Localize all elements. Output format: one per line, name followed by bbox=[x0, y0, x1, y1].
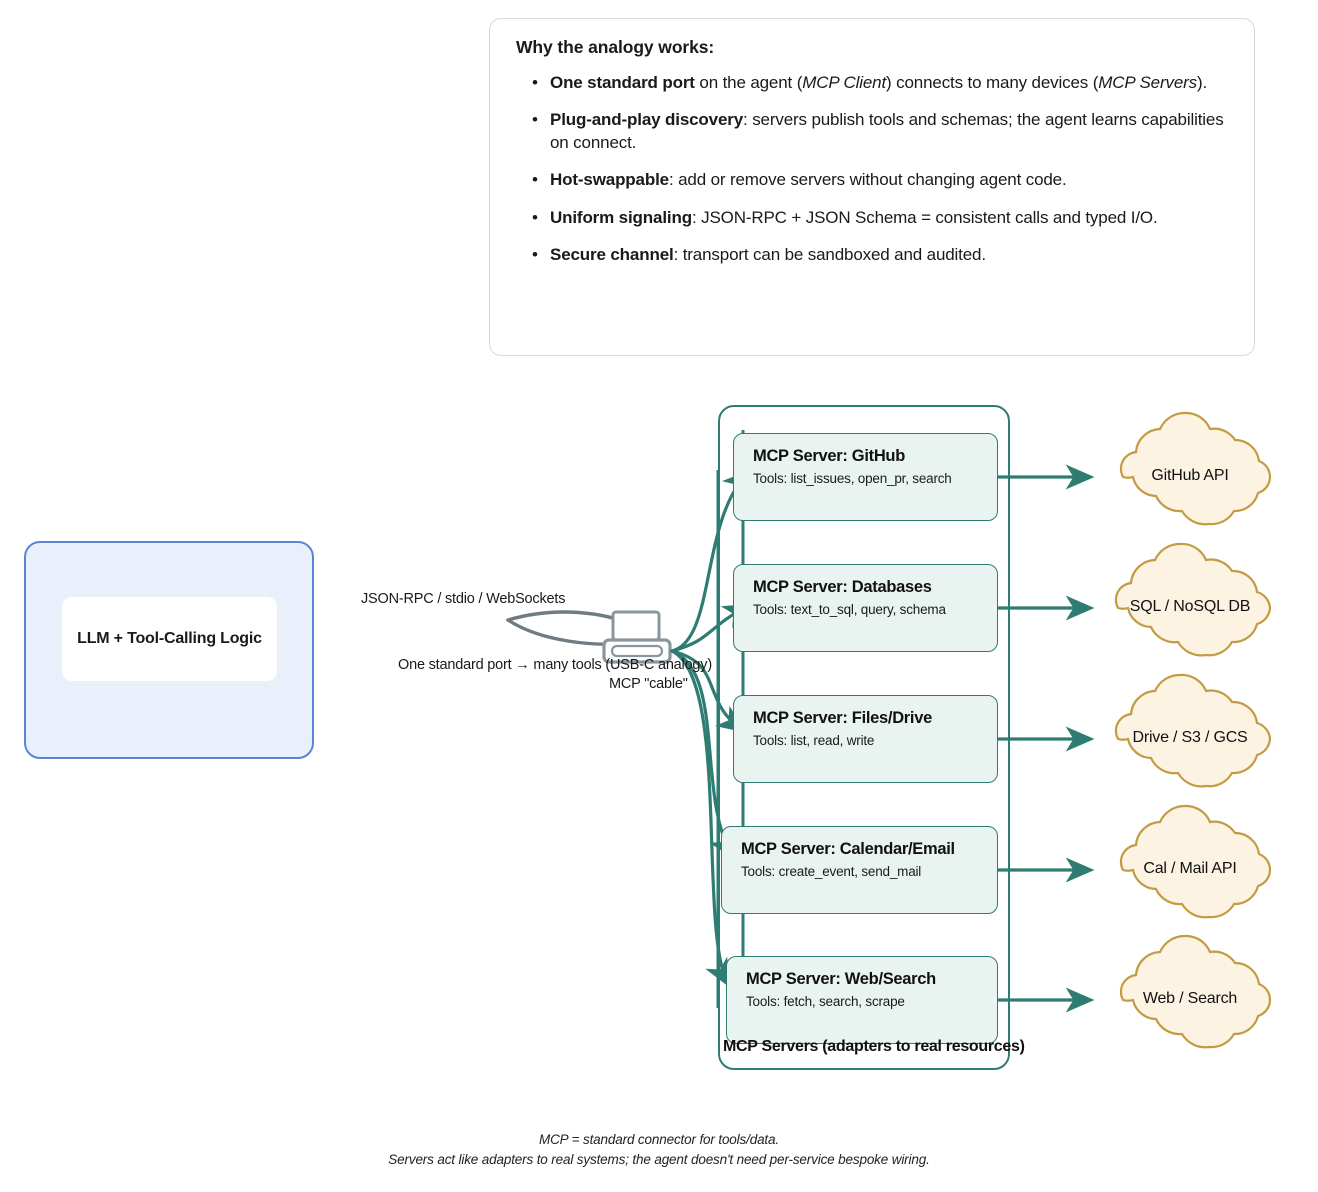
callout-heading: Why the analogy works: bbox=[516, 37, 1228, 58]
bullet-4-text: : JSON-RPC + JSON Schema = consistent ca… bbox=[691, 207, 1158, 227]
bullet-glyph-icon: • bbox=[532, 207, 538, 227]
bullet-1-em-1: MCP Client bbox=[802, 73, 887, 92]
callout-heading-colon: : bbox=[708, 37, 715, 57]
bullet-glyph-icon: • bbox=[532, 245, 538, 265]
analogy-callout-panel: Why the analogy works: • One standard po… bbox=[489, 18, 1255, 356]
footer-line-2: Servers act like adapters to real system… bbox=[388, 1151, 930, 1167]
server-card-calendar-email[interactable]: MCP Server: Calendar/Email Tools: create… bbox=[721, 826, 998, 914]
server-title: MCP Server: GitHub bbox=[753, 447, 905, 465]
bullet-2-lead: Plug-and-play discovery bbox=[550, 110, 744, 130]
bullet-1-lead: One standard port bbox=[550, 73, 695, 92]
server-card-files-drive[interactable]: MCP Server: Files/Drive Tools: list, rea… bbox=[733, 695, 998, 783]
callout-bullet-2: • Plug-and-play discovery: servers publi… bbox=[516, 109, 1228, 154]
server-tools: Tools: list_issues, open_pr, search bbox=[753, 471, 952, 486]
server-title: MCP Server: Databases bbox=[753, 578, 932, 596]
bullet-1-text-b: ) connects to many devices ( bbox=[886, 73, 1099, 92]
callout-bullet-5: • Secure channel: transport can be sandb… bbox=[516, 244, 1228, 266]
llm-tool-calling-label: LLM + Tool-Calling Logic bbox=[77, 630, 262, 647]
bullet-1-text-a: on the agent ( bbox=[694, 73, 803, 92]
callout-bullet-3: • Hot-swappable: add or remove servers w… bbox=[516, 169, 1228, 191]
bullet-3-lead: Hot-swappable bbox=[550, 170, 669, 190]
callout-bullet-4: • Uniform signaling: JSON-RPC + JSON Sch… bbox=[516, 207, 1228, 229]
cloud-label-sql-nosql-db: SQL / NoSQL DB bbox=[1129, 598, 1251, 615]
callout-bullet-list: • One standard port on the agent (MCP Cl… bbox=[516, 72, 1228, 267]
bullet-glyph-icon: • bbox=[532, 170, 538, 190]
server-title: MCP Server: Web/Search bbox=[746, 970, 936, 988]
bullet-1-em-2: MCP Servers bbox=[1098, 73, 1198, 92]
server-title: MCP Server: Files/Drive bbox=[753, 709, 932, 727]
mcp-cable-loop-icon bbox=[506, 610, 636, 646]
footer-caption: MCP = standard connector for tools/data.… bbox=[0, 1130, 1318, 1169]
cloud-label-drive-s3-gcs: Drive / S3 / GCS bbox=[1132, 729, 1248, 746]
server-card-github[interactable]: MCP Server: GitHub Tools: list_issues, o… bbox=[733, 433, 998, 521]
bullet-1-text-c: ). bbox=[1197, 73, 1208, 92]
one-standard-port-label: One standard port → many tools (USB-C an… bbox=[398, 657, 712, 673]
bullet-glyph-icon: • bbox=[532, 73, 538, 92]
llm-tool-calling-box: LLM + Tool-Calling Logic bbox=[62, 597, 277, 681]
server-to-cloud-arrows bbox=[998, 464, 1095, 1013]
callout-heading-text: Why the analogy works bbox=[516, 37, 709, 57]
server-tools: Tools: text_to_sql, query, schema bbox=[753, 602, 946, 617]
server-title: MCP Server: Calendar/Email bbox=[741, 840, 955, 858]
bullet-3-text: : add or remove servers without changing… bbox=[668, 170, 1067, 190]
protocol-label: JSON-RPC / stdio / WebSockets bbox=[361, 591, 566, 607]
usb-c-plug-icon bbox=[602, 610, 672, 664]
server-tools: Tools: list, read, write bbox=[753, 733, 875, 748]
callout-bullet-1: • One standard port on the agent (MCP Cl… bbox=[516, 72, 1228, 94]
cloud-label-github-api: GitHub API bbox=[1151, 467, 1229, 484]
server-card-web-search[interactable]: MCP Server: Web/Search Tools: fetch, sea… bbox=[726, 956, 998, 1044]
mcp-servers-frame bbox=[718, 405, 1010, 1070]
server-tools: Tools: fetch, search, scrape bbox=[746, 994, 905, 1009]
bullet-5-lead: Secure channel bbox=[550, 245, 674, 265]
bullet-5-text: : transport can be sandboxed and audited… bbox=[673, 245, 987, 265]
footer-line-1: MCP = standard connector for tools/data. bbox=[538, 1132, 779, 1147]
server-tools: Tools: create_event, send_mail bbox=[741, 864, 922, 879]
mcp-cable-label: MCP "cable" bbox=[609, 676, 688, 692]
cloud-label-cal-mail-api: Cal / Mail API bbox=[1143, 860, 1237, 877]
cloud-label-web-search: Web / Search bbox=[1142, 990, 1238, 1007]
bullet-4-lead: Uniform signaling bbox=[550, 207, 692, 227]
mcp-servers-frame-label: MCP Servers (adapters to real resources) bbox=[723, 1038, 1025, 1055]
bullet-glyph-icon: • bbox=[532, 110, 538, 130]
bullet-2-text: : servers publish tools and schemas; the… bbox=[550, 110, 1224, 152]
server-card-databases[interactable]: MCP Server: Databases Tools: text_to_sql… bbox=[733, 564, 998, 652]
